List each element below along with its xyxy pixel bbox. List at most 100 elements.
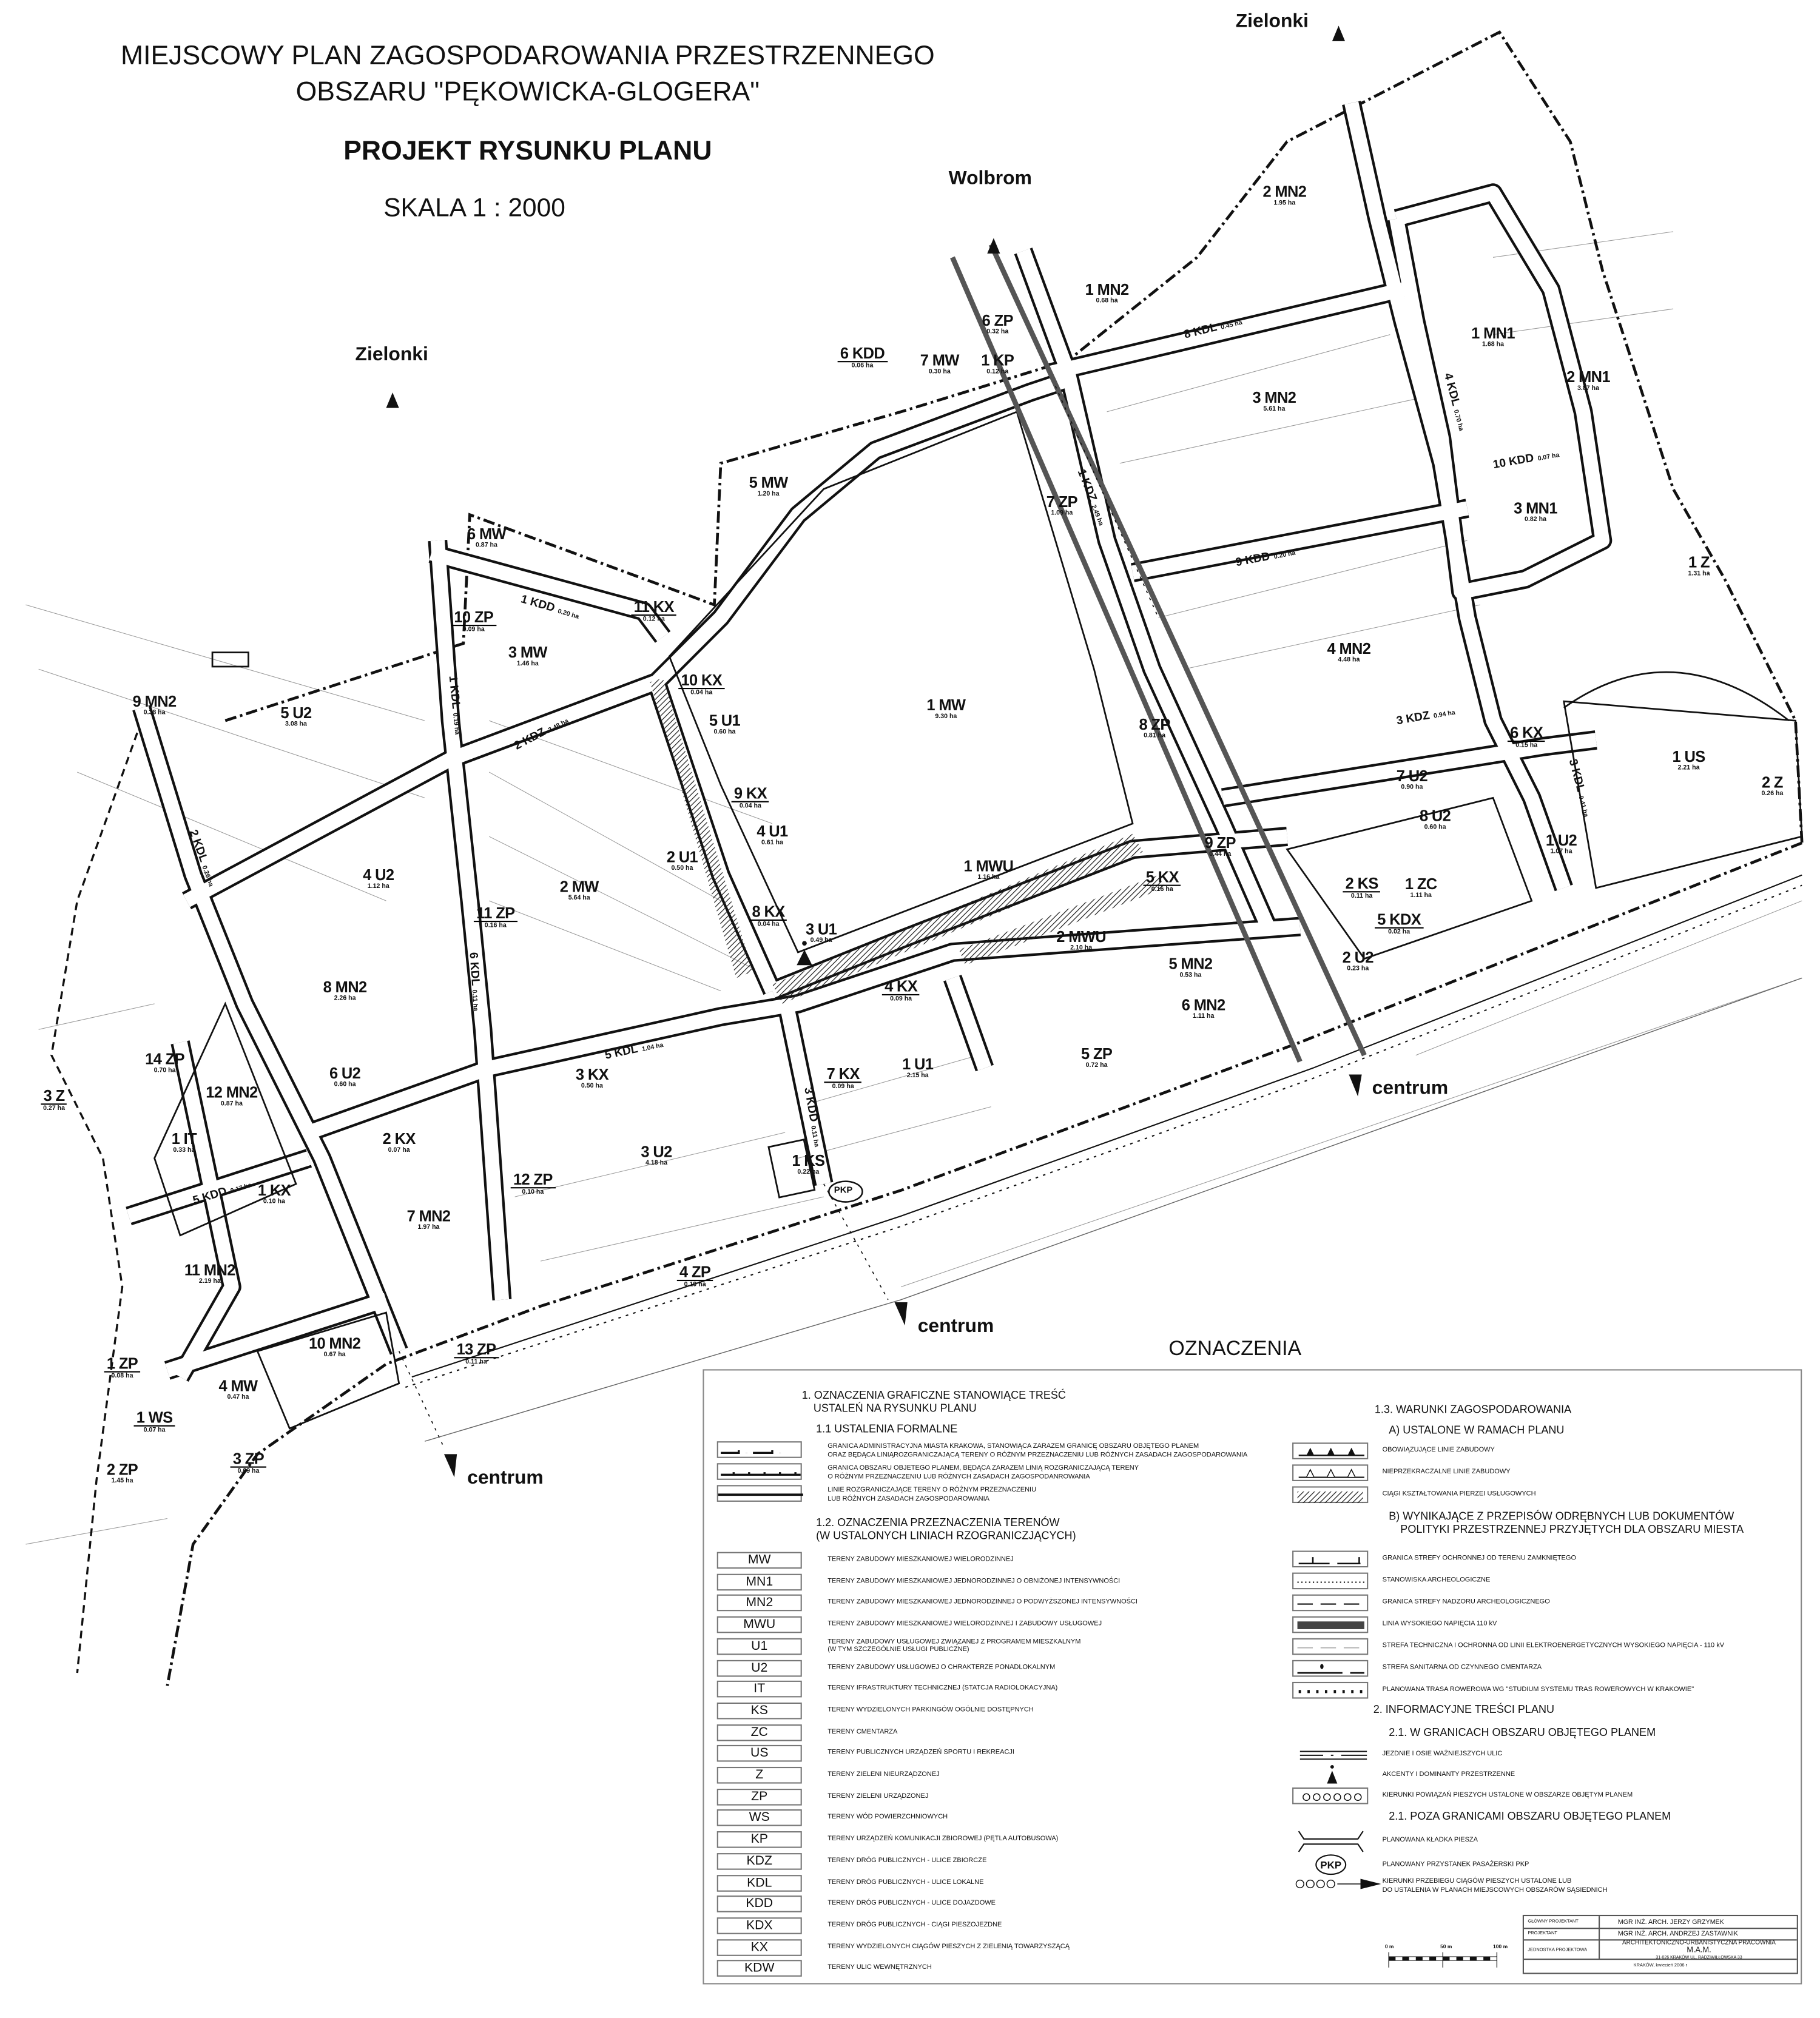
zone-area: 0.11 ha bbox=[1350, 892, 1373, 901]
zone-code: 1 WS bbox=[133, 1410, 175, 1427]
zone-area: 4.18 ha bbox=[645, 1159, 668, 1168]
zone-area: 0.26 ha bbox=[1761, 790, 1784, 798]
protection-zone-symbol bbox=[1292, 1550, 1369, 1568]
zone-code: 3 U1 bbox=[805, 920, 837, 938]
zone-code: 2 U2 bbox=[1342, 948, 1374, 967]
zone-area: 0.09 ha bbox=[462, 626, 485, 634]
title-block: GŁÓWNY PROJEKTANT MGR INŻ. ARCH. JERZY G… bbox=[1522, 1914, 1798, 1974]
land-use-code-ks: KS bbox=[716, 1702, 802, 1720]
zone-area: 0.09 ha bbox=[832, 1083, 854, 1091]
zone-code: 4 U1 bbox=[757, 822, 788, 841]
zone-code: 2 ZP bbox=[106, 1461, 138, 1479]
zone-area: 0.60 ha bbox=[1424, 823, 1446, 832]
zone-area: 0.11 ha bbox=[465, 1358, 487, 1367]
zone-code: 1 IT bbox=[171, 1129, 197, 1148]
zone-area: 1.07 ha bbox=[1550, 848, 1572, 856]
formal-item-1: GRANICA ADMINISTRACYJNA MIASTA KRAKOWA, … bbox=[827, 1442, 1248, 1459]
land-use-desc: TERENY ZIELENI NIEURZĄDZONEJ bbox=[827, 1771, 940, 1779]
zone-code: 2 MN2 bbox=[1262, 183, 1307, 201]
land-use-code-kdd: KDD bbox=[716, 1895, 802, 1913]
zone-area: 0.82 ha bbox=[1525, 516, 1547, 524]
formal-item-3: LINIE ROZGRANICZAJĄCE TERENY O RÓŻNYM PR… bbox=[827, 1486, 1037, 1503]
land-use-code-zp: ZP bbox=[716, 1788, 802, 1805]
land-use-desc: TERENY ZABUDOWY MIESZKANIOWEJ WIELORODZI… bbox=[827, 1620, 1102, 1629]
bike-route-symbol bbox=[1292, 1681, 1369, 1699]
pedestrian-links-symbol bbox=[1292, 1787, 1369, 1804]
road-area: 0.11 ha bbox=[470, 989, 479, 1012]
zone-area: 0.16 ha bbox=[484, 922, 507, 930]
zone-area: 1.09 ha bbox=[1051, 510, 1073, 517]
legend-section-1-line1: 1. OZNACZENIA GRAFICZNE STANOWIĄCE TREŚĆ bbox=[801, 1388, 1066, 1402]
legend-b-heading: B) WYNIKAJĄCE Z PRZEPISÓW ODRĘBNYCH LUB … bbox=[1389, 1509, 1744, 1536]
legend: 1. OZNACZENIA GRAFICZNE STANOWIĄCE TREŚĆ… bbox=[703, 1369, 1802, 1985]
land-use-code-kx: KX bbox=[716, 1939, 802, 1956]
in-item-1: JEZDNIE I OSIE WAŻNIEJSZYCH ULIC bbox=[1382, 1750, 1503, 1758]
zone-area: 0.04 ha bbox=[690, 689, 713, 697]
zone-code: 5 KX bbox=[1143, 869, 1182, 886]
scale-bar-0: 0 m bbox=[1384, 1943, 1394, 1950]
zone-code: 1 MN1 bbox=[1471, 324, 1515, 343]
zone-code: 12 ZP bbox=[510, 1172, 555, 1189]
zone-code: 7 KX bbox=[824, 1066, 862, 1083]
zone-area: 0.38 ha bbox=[143, 709, 166, 717]
chief-designer: MGR INŻ. ARCH. JERZY GRZYMEK bbox=[1617, 1919, 1724, 1927]
land-use-desc: TERENY DRÓG PUBLICZNYCH - ULICE DOJAZDOW… bbox=[827, 1899, 996, 1908]
zone-area: 0.27 ha bbox=[43, 1105, 66, 1113]
zone-code: 3 MW bbox=[508, 643, 548, 662]
land-use-code-zc: ZC bbox=[716, 1724, 802, 1741]
zone-area: 0.67 ha bbox=[323, 1351, 346, 1359]
service-frontage-hatch bbox=[650, 678, 1165, 1004]
in-item-2: AKCENTY I DOMINANTY PRZESTRZENNE bbox=[1382, 1771, 1515, 1779]
land-use-code-mwu: MWU bbox=[716, 1616, 802, 1633]
zone-code: 1 US bbox=[1672, 747, 1706, 766]
high-voltage-line-symbol bbox=[1292, 1616, 1369, 1633]
spatial-accent-icon bbox=[797, 949, 812, 966]
a-item-2: NIEPRZEKRACZALNE LINIE ZABUDOWY bbox=[1382, 1468, 1511, 1476]
design-unit: ARCHITEKTONICZNO-URBANISTYCZNA PRACOWNIA… bbox=[1622, 1939, 1776, 1960]
zone-code: 6 KX bbox=[1507, 725, 1546, 742]
zone-area: 0.07 ha bbox=[388, 1146, 410, 1155]
land-use-code-mn1: MN1 bbox=[716, 1573, 802, 1590]
zone-area: 0.19 ha bbox=[684, 1281, 706, 1289]
zone-code: 6 MW bbox=[467, 525, 507, 543]
designer: MGR INŻ. ARCH. ANDRZEJ ZASTAWNIK bbox=[1617, 1930, 1738, 1939]
technical-zone-symbol bbox=[1292, 1638, 1369, 1655]
zone-code: 8 KX bbox=[749, 904, 787, 921]
street-axis-symbol bbox=[1298, 1746, 1370, 1769]
b-item-5: STREFA TECHNICZNA I OCHRONNA OD LINII EL… bbox=[1382, 1642, 1725, 1650]
plan-subtitle: PROJEKT RYSUNKU PLANU bbox=[343, 136, 712, 166]
legend-section-2-1-outside: 2.1. POZA GRANICAMI OBSZARU OBJĘTEGO PLA… bbox=[1389, 1809, 1671, 1823]
zone-area: 1.11 ha bbox=[1410, 892, 1432, 900]
zone-area: 2.26 ha bbox=[334, 994, 356, 1003]
zone-code: 3 Z bbox=[41, 1088, 67, 1105]
plan-title-line1: MIEJSCOWY PLAN ZAGOSPODAROWANIA PRZESTRZ… bbox=[120, 41, 935, 71]
land-use-desc: TERENY ZABUDOWY MIESZKANIOWEJ WIELORODZI… bbox=[827, 1556, 1014, 1564]
land-use-desc: TERENY ZABUDOWY MIESZKANIOWEJ JEDNORODZI… bbox=[827, 1577, 1121, 1586]
direction-arrows bbox=[386, 25, 1362, 1478]
zone-code: 7 MW bbox=[920, 351, 960, 369]
